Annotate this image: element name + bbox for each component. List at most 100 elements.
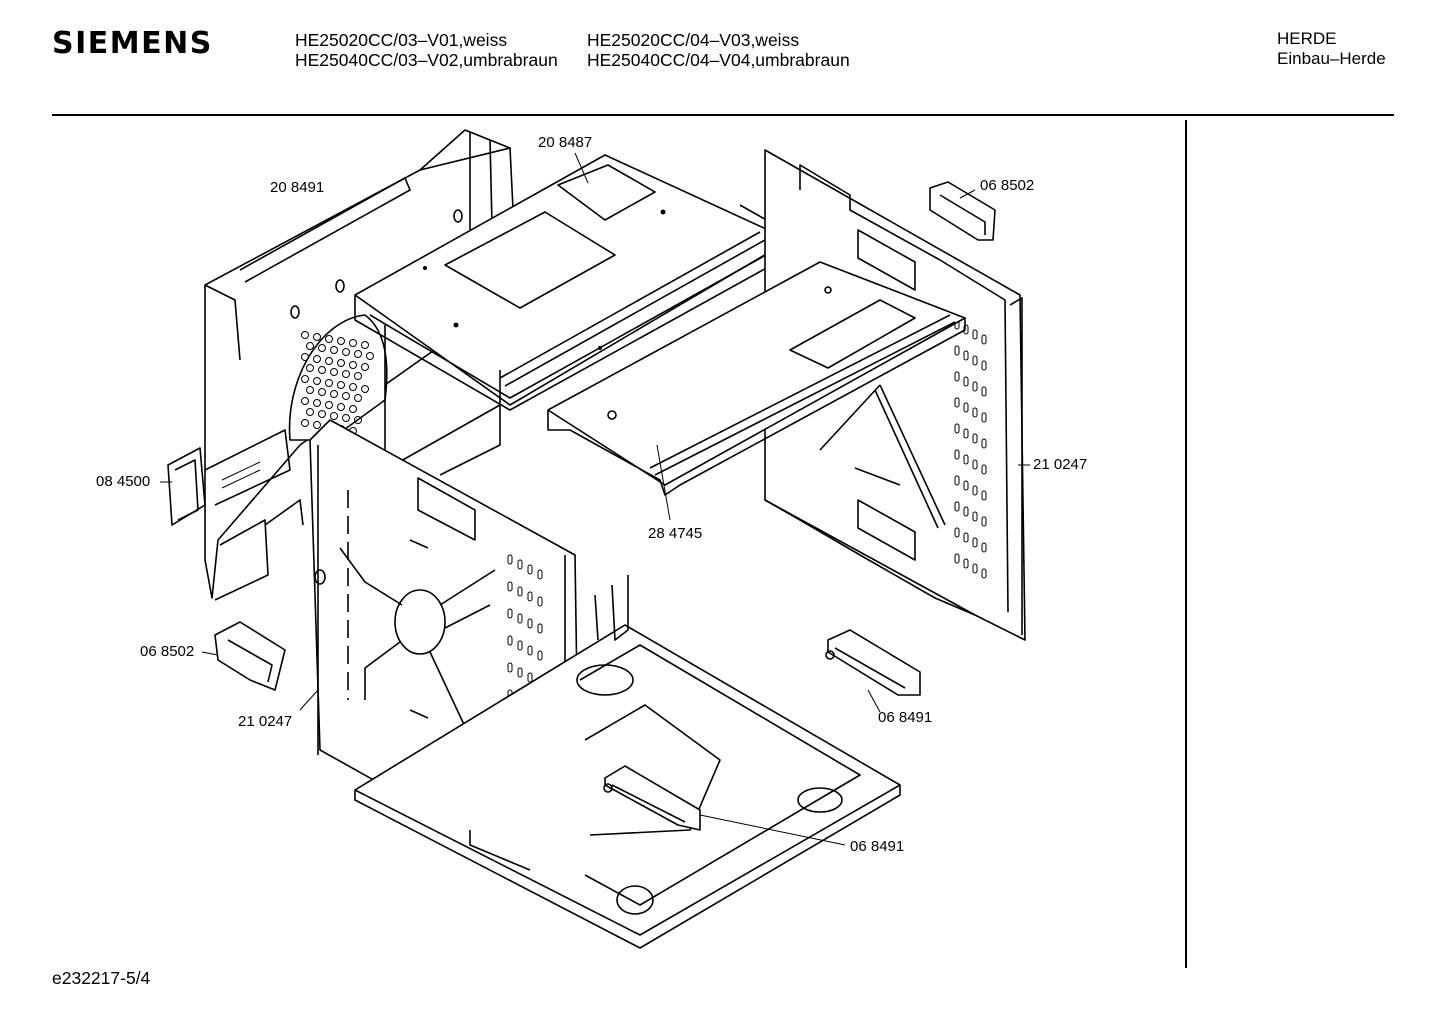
vent-slot [507,662,513,673]
vent-slot [507,635,513,646]
top-cover [354,152,791,411]
vent-slot [954,345,960,356]
grille-hole [301,397,309,405]
vent-slot [963,402,969,413]
vent-slot [972,355,978,366]
category-subline: Einbau–Herde [1277,49,1386,68]
vent-slot [954,553,960,564]
grille-hole [325,335,333,343]
vent-slot [517,586,523,597]
part-label-middle-shelf: 28 4745 [648,525,703,542]
vent-slot [537,623,543,634]
grille-hole [301,353,309,361]
vent-slot [507,608,513,619]
vent-slot [963,454,969,465]
model-entry: HE25040CC/03–V02,umbrabraun [295,50,558,70]
part-label-rear-left-panel: 20 8491 [270,179,325,196]
model-list-2: HE25020CC/04–V03,weiss HE25040CC/04–V04,… [587,30,850,70]
model-entry: HE25040CC/04–V04,umbrabraun [587,50,850,70]
vent-slot [981,516,987,527]
vent-slot [972,563,978,574]
vent-slot [963,350,969,361]
part-label-side-left: 21 0247 [238,713,293,730]
vent-slot [527,618,533,629]
connector-block [167,429,291,526]
grille-hole [337,403,345,411]
vent-slot [981,360,987,371]
grille-hole [313,355,321,363]
middle-shelf [547,261,966,521]
margin-divider [1185,120,1187,968]
grille-hole [313,421,321,429]
grille-hole [330,412,338,420]
grille-hole [301,375,309,383]
grille-hole [306,408,314,416]
vent-slot [954,527,960,538]
grille-hole [366,352,374,360]
grille-hole [337,381,345,389]
grille-hole [318,344,326,352]
grille-hole [342,370,350,378]
model-entry: HE25020CC/03–V01,weiss [295,30,508,50]
grille-hole [325,401,333,409]
catch-right-top [929,181,996,241]
grille-hole [306,386,314,394]
vent-slot [954,397,960,408]
part-label-top-cover: 20 8487 [538,134,593,151]
grille-hole [330,346,338,354]
grille-hole [354,350,362,358]
hinge-bottom [603,765,701,831]
brand-logo: SIEMENS [52,26,213,61]
grille-hole [318,388,326,396]
grille-hole [349,383,357,391]
vent-slot [527,564,533,575]
grille-hole [361,363,369,371]
grille-hole [301,331,309,339]
leader-lines [160,189,1030,846]
vent-slot [972,381,978,392]
vent-slot [527,645,533,656]
vent-slot [954,423,960,434]
vent-slot [972,511,978,522]
vent-slot [954,475,960,486]
header-divider [52,114,1394,116]
grille-hole [361,341,369,349]
vent-slot [527,591,533,602]
vent-slot [981,386,987,397]
grille-hole [313,333,321,341]
vent-slot [954,501,960,512]
vent-slot [963,532,969,543]
model-list-1: HE25020CC/03–V01,weiss HE25040CC/03–V02,… [295,30,558,70]
vent-slot [537,650,543,661]
part-label-hinge-right: 06 8491 [878,709,933,726]
vent-slot [517,559,523,570]
fan-grille [288,314,388,441]
vent-slot [963,506,969,517]
catch-left [214,621,286,691]
part-label-connector: 08 4500 [96,473,151,490]
vent-slot [963,376,969,387]
model-entry: HE25020CC/04–V03,weiss [587,30,800,50]
vent-slot [981,412,987,423]
grille-hole [337,359,345,367]
vent-slot [981,568,987,579]
hinge-right [825,629,921,696]
grille-hole [354,372,362,380]
vent-slot [981,490,987,501]
grille-hole [337,337,345,345]
grille-hole [318,410,326,418]
grille-hole [342,348,350,356]
part-label-hinge-bottom: 06 8491 [850,838,905,855]
vent-slot [507,554,513,565]
vent-slot [981,542,987,553]
vent-slot [972,537,978,548]
vent-slot [972,433,978,444]
vent-slot [537,569,543,580]
document-id: e232217-5/4 [52,968,151,988]
grille-hole [325,379,333,387]
grille-hole [349,361,357,369]
part-label-catch-left: 06 8502 [140,643,195,660]
vent-slot [963,324,969,335]
vent-slot [972,329,978,340]
